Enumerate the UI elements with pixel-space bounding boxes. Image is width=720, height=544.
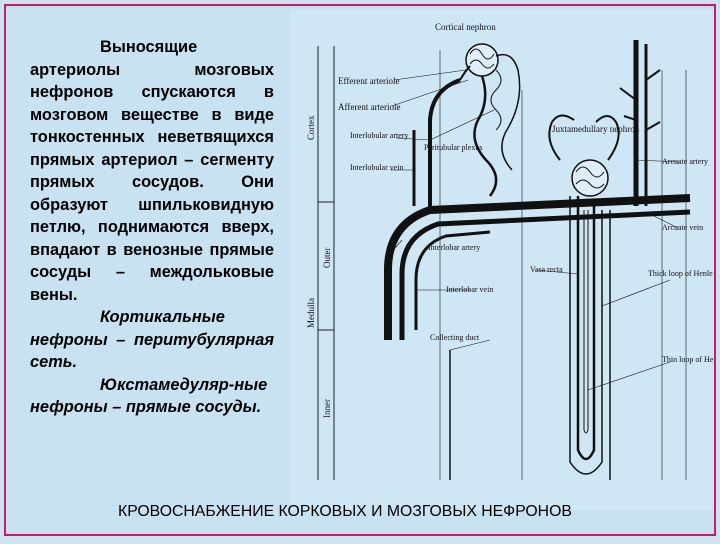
label-peritubular-plexus: Peritubular plexus — [424, 143, 482, 152]
arcuate-vein-vessel — [399, 209, 691, 340]
afferent-arteriole-vessel — [459, 65, 471, 81]
body-text: Выносящие артериолы мозговых нефронов сп… — [30, 36, 274, 419]
vasa-recta-loop — [576, 196, 596, 461]
body-paragraph-cortical: Кортикальные нефроны – перитубулярная се… — [30, 308, 274, 371]
label-afferent-arteriole: Afferent arteriole — [338, 102, 401, 112]
zone-label-medulla: Medulla — [306, 298, 316, 328]
cortical-glomerulus — [465, 43, 499, 77]
slide: Выносящие артериолы мозговых нефронов сп… — [4, 4, 716, 536]
arcuate-artery-vessel — [384, 194, 691, 340]
juxtamedullary-tubule-upper-right — [595, 115, 620, 161]
label-interlobular-vein: Interlobular vein — [350, 163, 404, 172]
label-cortical-nephron: Cortical nephron — [435, 22, 496, 32]
label-thick-loop: Thick loop of Henle — [648, 269, 713, 278]
thin-loop-of-henle — [583, 210, 589, 434]
zone-label-inner: Inner — [322, 399, 332, 418]
leader-lines — [389, 69, 681, 391]
nephron-blood-supply-diagram: Cortex Outer Medulla Inner — [290, 10, 714, 510]
label-interlobular-artery: Interlobular artery — [350, 131, 408, 140]
zone-label-cortex: Cortex — [306, 115, 316, 140]
label-juxtamedullary-nephron: Juxtamedullary nephron — [552, 124, 640, 134]
label-efferent-arteriole: Efferent arteriole — [338, 76, 400, 86]
zone-label-outer: Outer — [322, 248, 332, 269]
cortical-nephron-tubule — [473, 75, 498, 197]
vessel-branches — [619, 69, 661, 131]
body-paragraph-efferent: Выносящие артериолы мозговых нефронов сп… — [30, 38, 274, 304]
label-interlobar-artery: Interlobar artery — [428, 243, 480, 252]
diagram-svg: Cortex Outer Medulla Inner — [306, 22, 714, 480]
peritubular-plexus — [490, 69, 502, 131]
juxtamedullary-tubule-upper — [548, 114, 575, 161]
label-arcuate-vein: Arcuate vein — [662, 223, 703, 232]
slide-caption: КРОВОСНАБЖЕНИЕ КОРКОВЫХ И МОЗГОВЫХ НЕФРО… — [118, 503, 572, 520]
label-collecting-duct: Collecting duct — [430, 333, 480, 342]
efferent-arteriole-vessel — [495, 53, 521, 171]
interlobar-vein-vessel — [414, 230, 491, 330]
interlobular-artery-vessel — [428, 78, 461, 210]
label-arcuate-artery: Arcuate artery — [662, 157, 708, 166]
label-vasa-recta: Vasa recta — [530, 265, 563, 274]
body-paragraph-juxtamedullary: Юкстамедуляр-ные нефроны – прямые сосуды… — [30, 375, 268, 417]
label-thin-loop: Thin loop of Henle — [662, 355, 714, 364]
loop-of-henle — [569, 196, 603, 475]
juxtamedullary-glomerulus — [571, 159, 609, 197]
label-interlobar-vein: Interlobar vein — [446, 285, 493, 294]
